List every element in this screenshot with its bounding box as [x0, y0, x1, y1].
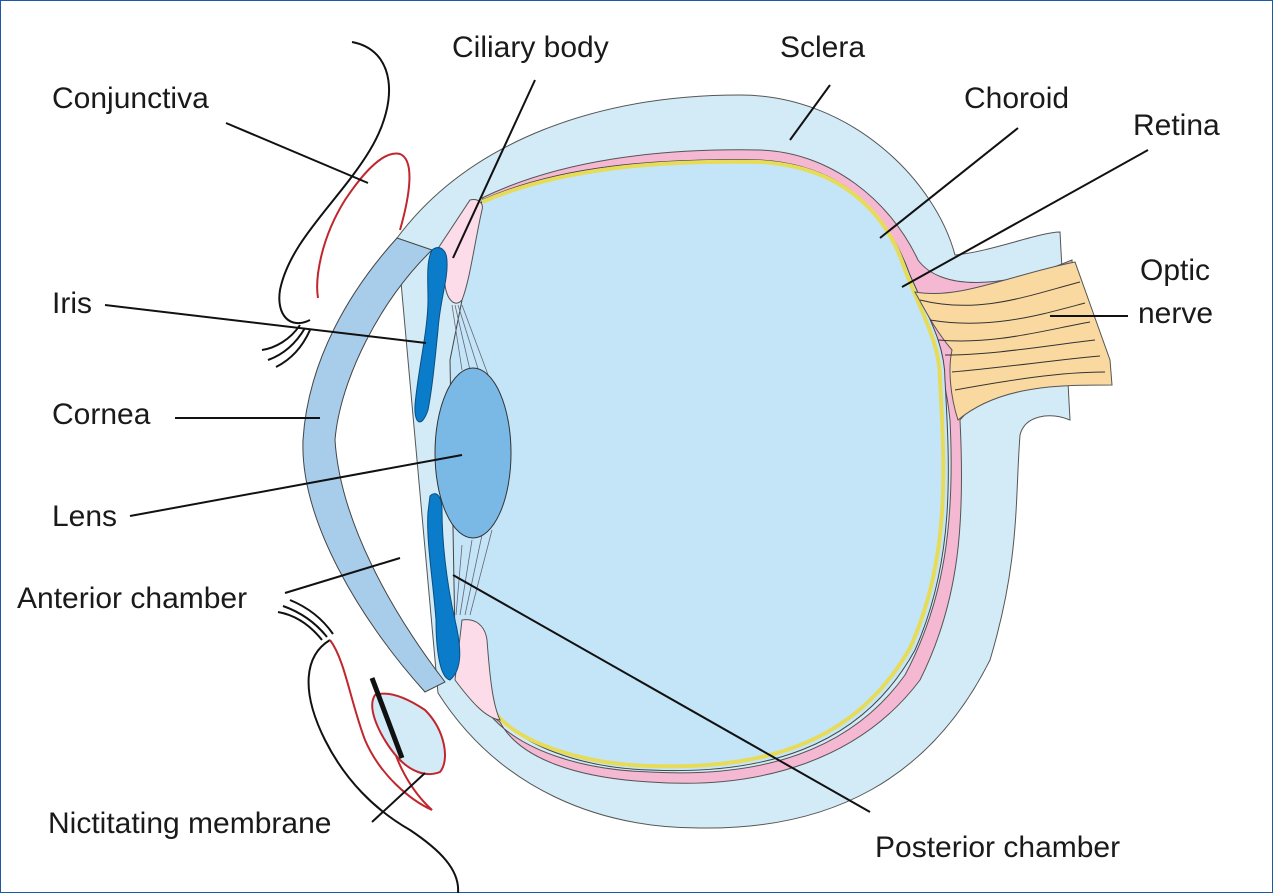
upper-eyelashes: [261, 324, 311, 368]
optic-nerve-shape: [914, 261, 1113, 421]
leader-retina: [901, 149, 1149, 288]
label-lens: Lens: [52, 500, 117, 533]
leader-iris: [104, 304, 427, 344]
leader-ciliary-body: [452, 79, 536, 259]
lens-shape: [434, 367, 512, 539]
vitreous-shape: [449, 159, 949, 772]
label-optic-nerve-line1: Optic: [1140, 254, 1210, 287]
retina-layer: [481, 159, 946, 769]
label-conjunctiva: Conjunctiva: [52, 82, 209, 115]
ciliary-body-lower: [454, 619, 501, 721]
leader-anterior-chamber: [284, 557, 401, 594]
lower-eyelashes: [277, 599, 334, 641]
lower-eyelid: [307, 639, 460, 893]
nictitating-membrane-shape: [371, 692, 446, 776]
upper-conjunctiva: [316, 152, 411, 299]
label-choroid: Choroid: [964, 82, 1069, 115]
zonular-fibres: [451, 304, 493, 616]
leader-nictitating-membrane: [371, 772, 426, 823]
optic-nerve-fibers: [919, 281, 1106, 391]
label-iris: Iris: [52, 287, 92, 320]
nictitating-cartilage: [369, 677, 405, 759]
lower-conjunctiva: [329, 639, 433, 811]
label-optic-nerve-line2: nerve: [1138, 297, 1213, 330]
leader-choroid: [879, 127, 1019, 239]
label-ciliary-body: Ciliary body: [452, 31, 609, 64]
upper-eyelid: [278, 41, 390, 325]
cornea-shape: [302, 237, 446, 693]
label-anterior-chamber: Anterior chamber: [17, 582, 247, 615]
iris-lower: [427, 493, 461, 681]
leader-sclera: [789, 84, 831, 141]
iris-upper: [414, 247, 448, 423]
ciliary-body-upper: [436, 199, 483, 304]
leader-conjunctiva: [225, 122, 369, 184]
label-retina: Retina: [1133, 109, 1220, 142]
label-sclera: Sclera: [780, 31, 865, 64]
leader-lens: [129, 454, 463, 517]
label-nictitating-membrane: Nictitating membrane: [48, 807, 331, 840]
label-posterior-chamber: Posterior chamber: [875, 831, 1120, 864]
leader-posterior-chamber: [452, 574, 871, 813]
label-cornea: Cornea: [52, 398, 151, 431]
